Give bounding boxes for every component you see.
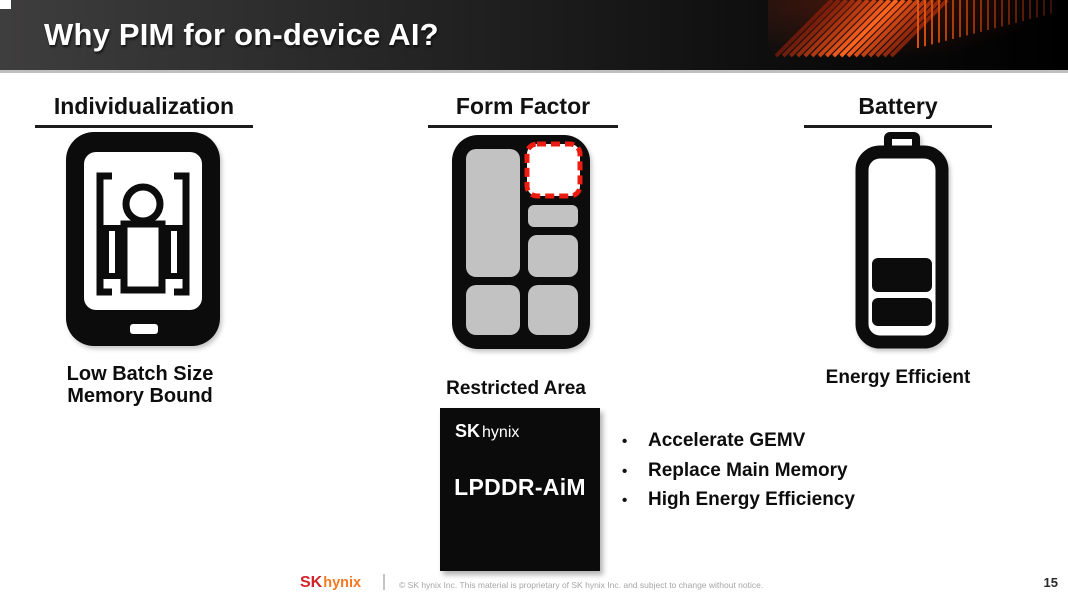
battery-body xyxy=(855,145,949,349)
list-item: • Replace Main Memory xyxy=(622,459,848,481)
chip-brand-hynix: hynix xyxy=(482,424,520,441)
slide-title: Why PIM for on-device AI? xyxy=(44,17,439,52)
chip-brand-sk: SK xyxy=(455,421,481,441)
list-item: • High Energy Efficiency xyxy=(622,489,855,510)
phone-person-icon xyxy=(66,132,220,346)
caption-line: Memory Bound xyxy=(67,385,213,407)
heading-form-factor: Form Factor xyxy=(428,93,618,128)
red-stripes-graphic xyxy=(774,0,1052,58)
caption-individualization: Low Batch Size Memory Bound xyxy=(20,363,260,407)
page-number: 15 xyxy=(1043,575,1058,590)
corner-notch xyxy=(0,0,11,9)
footer-logo-hynix: hynix xyxy=(323,575,362,591)
caption-line: Low Batch Size xyxy=(66,363,214,385)
phone-blocks-icon xyxy=(452,135,590,349)
header-decoration xyxy=(768,0,1068,70)
chip-label: LPDDR-AiM xyxy=(454,474,586,500)
copyright-text: © SK hynix Inc. This material is proprie… xyxy=(399,580,764,590)
footer-logo-sk: SK xyxy=(300,574,323,591)
heading-individualization: Individualization xyxy=(35,93,253,128)
bullet-icon: • xyxy=(622,462,628,480)
header-bar: Why PIM for on-device AI? xyxy=(0,0,1068,73)
bullet-icon: • xyxy=(622,492,628,509)
caption-battery: Energy Efficient xyxy=(825,367,971,388)
list-item: • Accelerate GEMV xyxy=(622,430,806,451)
benefits-list: • Accelerate GEMV • Replace Main Memory … xyxy=(622,430,855,519)
person-figure xyxy=(103,183,183,294)
caption-form-factor: Restricted Area xyxy=(446,378,586,399)
focus-brackets xyxy=(96,172,190,296)
battery-icon xyxy=(855,132,949,349)
bullet-icon: • xyxy=(622,433,628,450)
footer-brand-logo: SKhynix xyxy=(300,574,361,592)
footer-divider xyxy=(383,574,385,590)
heading-battery: Battery xyxy=(804,93,992,128)
home-button xyxy=(130,324,158,334)
battery-charge-bars xyxy=(872,258,932,326)
restricted-area-highlight xyxy=(524,141,583,199)
chip-blocks xyxy=(466,149,578,335)
